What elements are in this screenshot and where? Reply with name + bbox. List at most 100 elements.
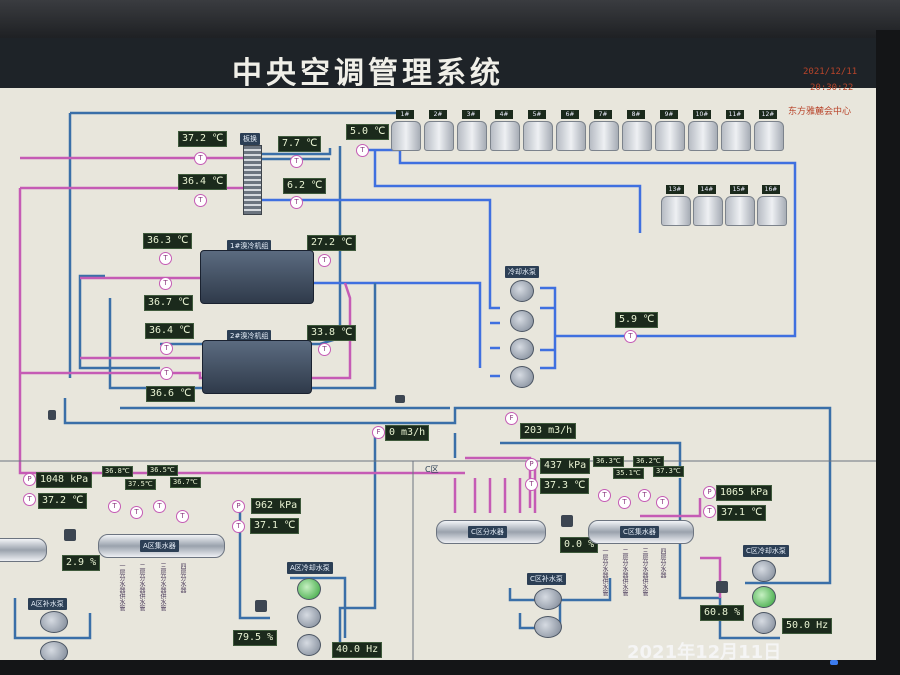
temp-sensor[interactable]: T: [159, 277, 172, 290]
zone-a-distributor-tank[interactable]: [0, 538, 47, 562]
chiller1-cond-out-temp: 36.7 ℃: [144, 295, 194, 311]
temp-sensor[interactable]: T: [232, 520, 245, 533]
temp-sensor[interactable]: T: [624, 330, 637, 343]
cooling-tower[interactable]: 16#: [756, 185, 787, 226]
pump-outlet-temp: 5.9 ℃: [615, 312, 659, 328]
cooling-pump-group-label: 冷却水泵: [505, 266, 539, 278]
zone-a-frequency: 40.0 Hz: [332, 642, 383, 658]
branch-label: 一层分水器供水管: [118, 563, 125, 611]
temp-sensor[interactable]: T: [618, 496, 631, 509]
temp-sensor[interactable]: T: [598, 489, 611, 502]
date-display: 2021/12/11: [803, 67, 858, 77]
zone-c-circ-pump-label: C区冷却水泵: [743, 545, 789, 557]
zone-c-out-pressure: 1065 kPa: [716, 485, 773, 501]
temp-sensor[interactable]: T: [318, 254, 331, 267]
tower-water-temp: 5.0 ℃: [346, 124, 390, 140]
zone-a-branch-temp: 36.5℃: [147, 465, 178, 476]
photo-date-watermark: 2021年12月11日: [627, 642, 782, 663]
temp-sensor[interactable]: T: [194, 194, 207, 207]
cooling-tower[interactable]: 6#: [555, 110, 586, 151]
cooling-tower[interactable]: 1#: [390, 110, 421, 151]
zone-c-temp: 37.3 ℃: [540, 478, 590, 494]
temp-sensor[interactable]: T: [290, 155, 303, 168]
flow-sensor[interactable]: F: [372, 426, 385, 439]
zone-c-refill-pump[interactable]: [534, 616, 562, 638]
zone-a-refill-pump[interactable]: [40, 611, 68, 633]
cooling-tower-row-1: 1# 2# 3# 4# 5# 6# 7# 8# 9# 10# 11# 12#: [390, 110, 790, 154]
cooling-pump[interactable]: [510, 366, 534, 388]
temp-sensor[interactable]: T: [194, 152, 207, 165]
zone-c-valve-pct: 0.0 %: [560, 537, 599, 553]
temp-sensor[interactable]: T: [176, 510, 189, 523]
scada-screen: 中央空调管理系统 2021/12/11 20:30:22 东方雅麓会中心: [0, 38, 882, 675]
cooling-tower[interactable]: 3#: [456, 110, 487, 151]
zone-a-circ-pump-label: A区冷却水泵: [287, 562, 333, 574]
chiller-2[interactable]: [202, 340, 312, 394]
valve-icon[interactable]: [255, 600, 267, 612]
temp-sensor[interactable]: T: [318, 343, 331, 356]
branch-label: 一层分水器供水管: [601, 548, 608, 596]
pressure-sensor[interactable]: P: [525, 458, 538, 471]
temp-sensor[interactable]: T: [638, 489, 651, 502]
zone-a-circ-pump[interactable]: [297, 606, 321, 628]
temp-sensor[interactable]: T: [656, 496, 669, 509]
cooling-tower[interactable]: 14#: [692, 185, 723, 226]
valve-icon[interactable]: [561, 515, 573, 527]
flow-sensor[interactable]: F: [505, 412, 518, 425]
zone-a-circ-pump[interactable]: [297, 634, 321, 656]
zone-a-out-pressure: 962 kPa: [251, 498, 302, 514]
temp-sensor[interactable]: T: [23, 493, 36, 506]
pressure-sensor[interactable]: P: [23, 473, 36, 486]
cooling-tower[interactable]: 8#: [621, 110, 652, 151]
valve-icon[interactable]: [48, 410, 56, 420]
heat-exchanger-label: 板换: [240, 133, 260, 145]
zone-c-branch-temp: 36.3℃: [593, 456, 624, 467]
temp-sensor[interactable]: T: [290, 196, 303, 209]
zone-c-refill-pump[interactable]: [534, 588, 562, 610]
zone-c-frequency: 50.0 Hz: [782, 618, 833, 634]
time-display: 20:30:22: [810, 83, 854, 93]
temp-sensor[interactable]: T: [160, 342, 173, 355]
zone-c-circ-pump[interactable]: [752, 586, 776, 608]
cooling-tower[interactable]: 9#: [654, 110, 685, 151]
temp-sensor[interactable]: T: [108, 500, 121, 513]
valve-icon[interactable]: [716, 581, 728, 593]
plate-heat-exchanger[interactable]: [243, 145, 262, 215]
zone-c-circ-pump[interactable]: [752, 612, 776, 634]
flow-1-value: 0 m3/h: [385, 425, 430, 441]
temp-sensor[interactable]: T: [703, 505, 716, 518]
cooling-tower[interactable]: 15#: [724, 185, 755, 226]
cooling-tower[interactable]: 4#: [489, 110, 520, 151]
valve-icon[interactable]: [395, 395, 405, 403]
cooling-tower[interactable]: 11#: [720, 110, 751, 151]
zone-c-branch-temp: 36.2℃: [633, 456, 664, 467]
cooling-pump[interactable]: [510, 338, 534, 360]
chiller-1[interactable]: [200, 250, 314, 304]
cooling-tower[interactable]: 13#: [660, 185, 691, 226]
pressure-sensor[interactable]: P: [703, 486, 716, 499]
cooling-tower[interactable]: 12#: [753, 110, 784, 151]
valve-icon[interactable]: [64, 529, 76, 541]
zone-a-out-temp: 37.1 ℃: [250, 518, 300, 534]
temp-sensor[interactable]: T: [153, 500, 166, 513]
temp-sensor[interactable]: T: [356, 144, 369, 157]
zone-c-refill-pump-label: C区补水泵: [527, 573, 566, 585]
cooling-pump[interactable]: [510, 310, 534, 332]
zone-a-circ-pump[interactable]: [297, 578, 321, 600]
zone-c-pressure: 437 kPa: [540, 458, 591, 474]
chiller2-label: 2#溴冷机组: [227, 330, 272, 342]
pressure-sensor[interactable]: P: [232, 500, 245, 513]
cooling-tower[interactable]: 5#: [522, 110, 553, 151]
cooling-pump[interactable]: [510, 280, 534, 302]
zone-c-collector-label: C区集水器: [620, 526, 659, 538]
temp-sensor[interactable]: T: [525, 478, 538, 491]
temp-sensor[interactable]: T: [159, 252, 172, 265]
cooling-tower[interactable]: 10#: [687, 110, 718, 151]
cooling-tower[interactable]: 7#: [588, 110, 619, 151]
zone-c-out-temp: 37.1 ℃: [717, 505, 767, 521]
cooling-tower[interactable]: 2#: [423, 110, 454, 151]
chiller1-evap-temp: 27.2 ℃: [307, 235, 357, 251]
temp-sensor[interactable]: T: [160, 367, 173, 380]
zone-c-circ-pump[interactable]: [752, 560, 776, 582]
temp-sensor[interactable]: T: [130, 506, 143, 519]
